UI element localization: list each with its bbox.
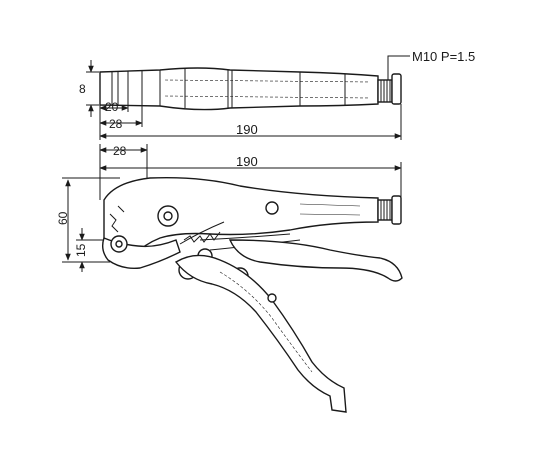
dim-side-jaw-height: 15 xyxy=(74,243,88,257)
lower-handle xyxy=(174,254,347,413)
release-lever xyxy=(228,239,403,282)
thread-callout: M10 P=1.5 xyxy=(412,49,475,64)
side-view: 28 190 60 15 xyxy=(56,144,403,413)
dim-top-height: 8 xyxy=(79,82,86,96)
lower-handle-groove xyxy=(219,271,313,373)
dim-side-jaw: 28 xyxy=(113,144,127,158)
pivot-rear xyxy=(265,201,279,215)
jaw-teeth xyxy=(109,205,125,233)
top-view: M10 P=1.5 8 20 28 190 xyxy=(79,49,475,140)
side-view-screw-thread xyxy=(380,200,391,220)
pivot-jaw-inner xyxy=(163,211,173,221)
side-view-screw-knob xyxy=(391,195,402,225)
dim-side-overall: 190 xyxy=(236,154,258,169)
dim-top-inner: 20 xyxy=(105,100,119,114)
top-view-screw-thread xyxy=(380,80,391,102)
lower-handle-hole xyxy=(267,293,277,303)
top-view-hidden-line xyxy=(164,79,371,99)
upper-handle-detail xyxy=(299,203,361,216)
pivot-front-inner xyxy=(115,240,123,248)
dim-top-mid: 28 xyxy=(109,117,123,131)
dim-side-height: 60 xyxy=(56,211,70,225)
top-view-body xyxy=(99,67,379,111)
thread-callout-leader xyxy=(387,55,410,80)
top-view-screw-knob xyxy=(391,73,402,105)
top-view-ribs xyxy=(111,69,346,108)
dim-top-overall: 190 xyxy=(236,122,258,137)
